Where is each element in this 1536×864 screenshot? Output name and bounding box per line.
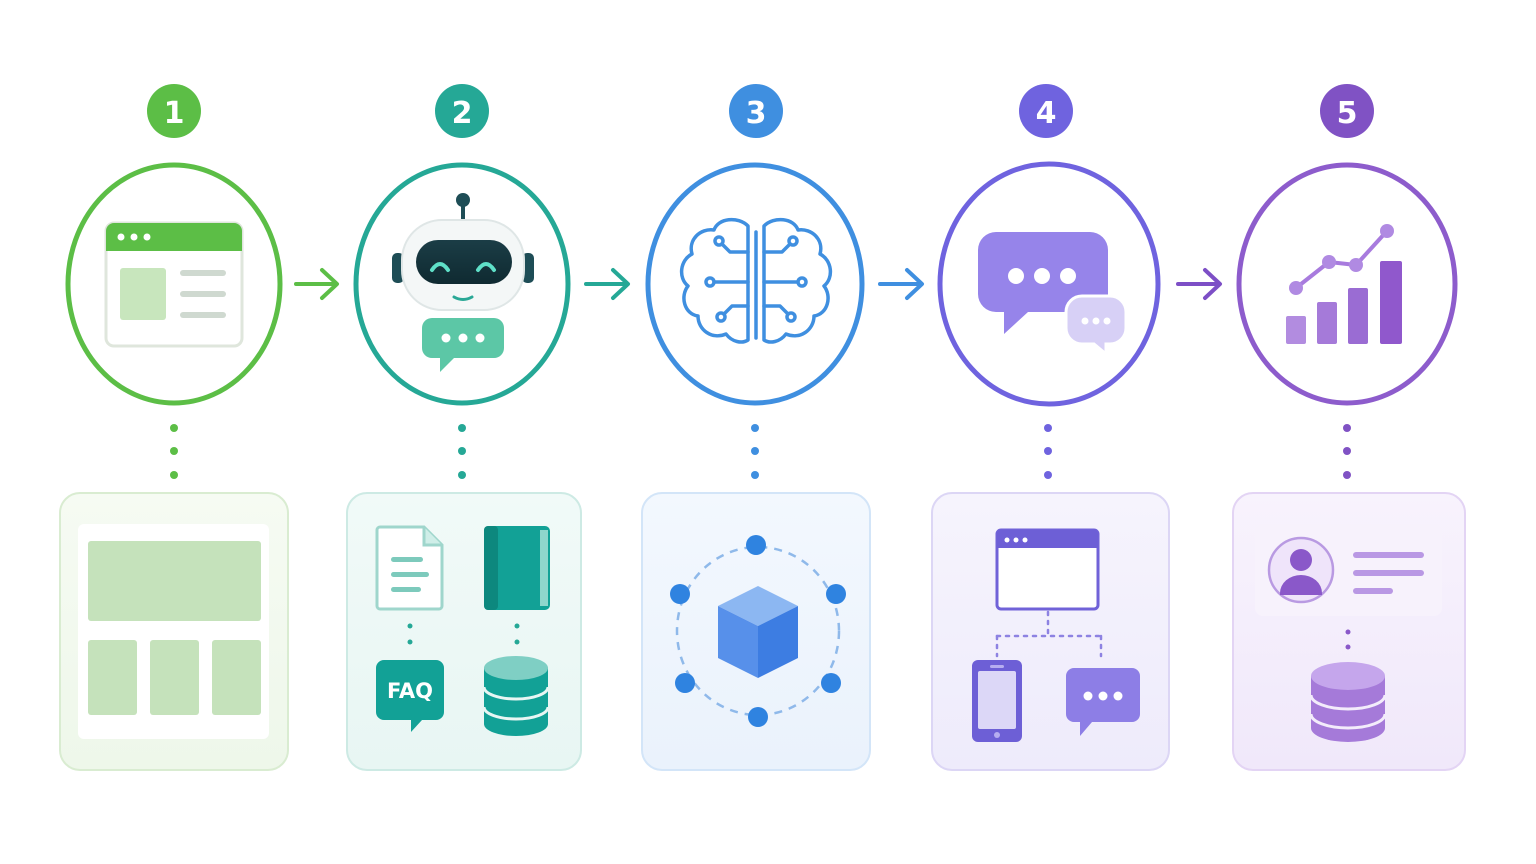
document-icon xyxy=(375,525,444,611)
step-3-card xyxy=(641,492,871,771)
step-5-circle xyxy=(1236,162,1458,406)
step-4-circle xyxy=(937,161,1161,407)
step-4-badge: 4 xyxy=(1019,84,1073,138)
step-2-number: 2 xyxy=(452,96,473,131)
database-icon xyxy=(482,656,550,736)
faq-label: FAQ xyxy=(387,679,433,703)
step-2-circle xyxy=(353,162,571,406)
step-4-connector-dots xyxy=(1044,424,1052,479)
growth-chart-icon xyxy=(1286,224,1402,344)
step-3-number: 3 xyxy=(746,96,767,131)
step-3-arrow xyxy=(878,268,924,300)
step-1-badge: 1 xyxy=(147,84,201,138)
step-2: 2 xyxy=(346,84,630,771)
step-3: 3 xyxy=(641,84,924,771)
step-3-circle xyxy=(645,162,865,406)
step-1-number: 1 xyxy=(164,96,185,131)
user-profile-card-icon xyxy=(1255,524,1442,616)
step-1-card xyxy=(59,492,289,771)
page-layout-icon xyxy=(78,524,269,739)
step-4-number: 4 xyxy=(1036,96,1057,131)
faq-bubble-icon: FAQ xyxy=(376,660,444,732)
chatbot-robot-icon xyxy=(392,193,534,372)
browser-window-icon xyxy=(104,221,244,348)
step-4-arrow xyxy=(1176,268,1222,300)
cube-network-icon xyxy=(670,535,846,727)
step-4: 4 xyxy=(931,84,1222,771)
step-1: 1 xyxy=(59,84,339,771)
step-1-circle xyxy=(65,162,283,406)
step-5-card xyxy=(1232,492,1466,771)
step-5: 5 xyxy=(1232,84,1466,771)
step-3-badge: 3 xyxy=(729,84,783,138)
step-5-badge: 5 xyxy=(1320,84,1374,138)
step-1-connector-dots xyxy=(170,424,178,479)
network-connector xyxy=(995,610,1103,658)
book-icon xyxy=(484,526,550,610)
step-2-badge: 2 xyxy=(435,84,489,138)
step-1-arrow xyxy=(294,268,339,300)
database-icon xyxy=(1309,662,1387,742)
smartphone-icon xyxy=(972,660,1022,742)
step-2-card: FAQ xyxy=(346,492,582,771)
chat-bubble-icon xyxy=(1066,668,1140,736)
doc-connector-dots xyxy=(407,623,520,645)
step-4-card xyxy=(931,492,1170,771)
browser-window-icon xyxy=(995,528,1100,611)
step-5-number: 5 xyxy=(1337,96,1358,131)
step-5-connector-dots xyxy=(1343,424,1351,479)
brain-circuit-icon xyxy=(679,217,833,344)
profile-connector-dots xyxy=(1345,629,1351,650)
step-2-connector-dots xyxy=(458,424,466,479)
chat-bubbles-icon xyxy=(978,232,1128,358)
step-3-connector-dots xyxy=(751,424,759,479)
step-2-arrow xyxy=(584,268,630,300)
